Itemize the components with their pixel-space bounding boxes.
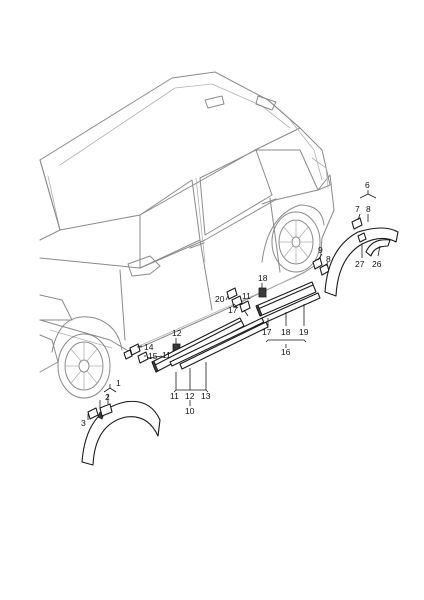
rear-sill-trim <box>255 281 321 324</box>
front-wheel <box>57 333 111 399</box>
callout-17a: 17 <box>228 305 238 315</box>
callout-27: 27 <box>355 259 365 269</box>
callout-17b: 17 <box>262 327 272 337</box>
callout-11a: 11 <box>162 350 171 360</box>
callout-6: 6 <box>365 180 370 190</box>
rear-wheel-arch-trim <box>324 227 399 297</box>
vehicle-outline <box>39 71 335 373</box>
callout-12a: 12 <box>172 328 182 338</box>
callout-13: 13 <box>201 391 211 401</box>
callout-16: 16 <box>281 347 291 357</box>
callout-26: 26 <box>372 259 382 269</box>
rear-wheel <box>271 211 321 273</box>
callout-18b: 18 <box>281 327 291 337</box>
callout-11c: 11 <box>242 291 251 301</box>
callout-1: 1 <box>116 378 121 388</box>
callout-12b: 12 <box>185 391 195 401</box>
callout-11b: 11 <box>170 391 179 401</box>
callout-18a: 18 <box>258 273 268 283</box>
clip-parts-7-27-26 <box>351 217 391 257</box>
clip-part-18 <box>258 287 267 298</box>
callout-20: 20 <box>215 294 225 304</box>
callout-2: 2 <box>105 392 110 402</box>
callout-9: 9 <box>318 245 323 255</box>
callout-3: 3 <box>81 418 86 428</box>
callout-7: 7 <box>355 204 360 214</box>
clip-parts-20-17-11 <box>226 287 251 313</box>
leader-lines <box>87 190 381 420</box>
callout-8b: 8 <box>366 204 371 214</box>
clip-parts-9-8 <box>312 257 330 276</box>
callout-labels: 1 2 3 14 15 11 12 11 12 13 10 20 17 11 1… <box>81 180 382 428</box>
callout-15: 15 <box>148 351 158 361</box>
callout-10: 10 <box>185 406 195 416</box>
clip-parts-2-3 <box>87 403 113 420</box>
callout-8a: 8 <box>326 254 331 264</box>
callout-14: 14 <box>144 342 154 352</box>
callout-19: 19 <box>299 327 309 337</box>
